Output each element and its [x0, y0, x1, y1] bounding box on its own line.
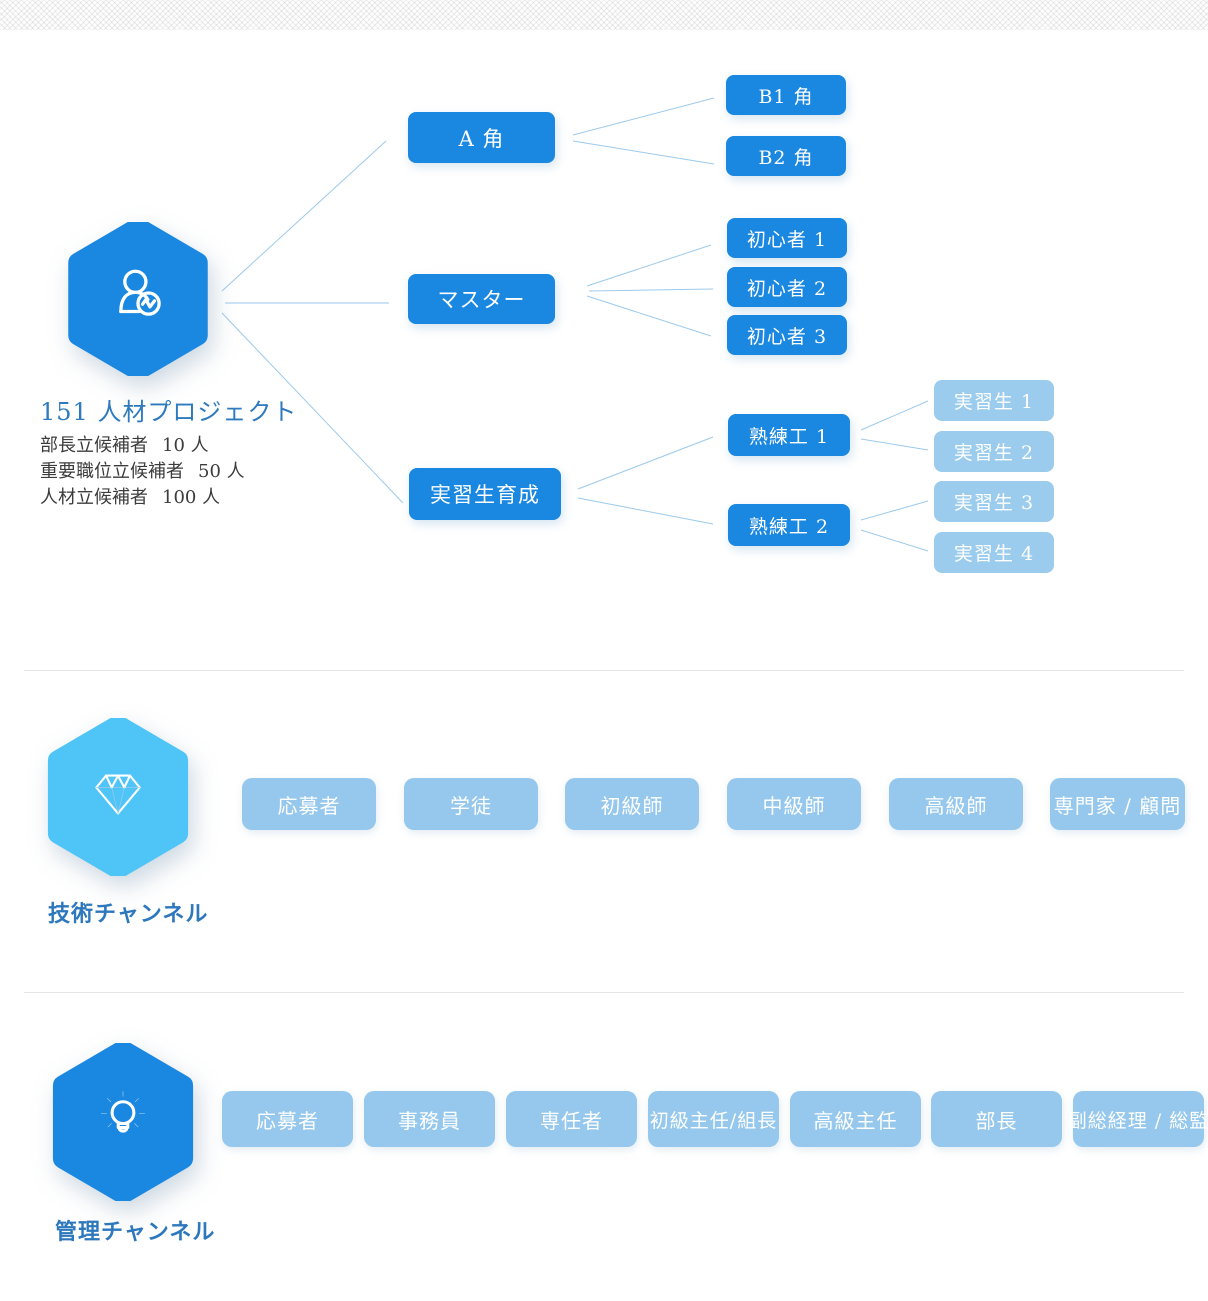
tree-node-master: マスター [408, 274, 555, 324]
tree-node-trainee1: 実習生 1 [934, 380, 1054, 421]
tree-node-trainee2: 実習生 2 [934, 431, 1054, 472]
tree-connector-lines [221, 97, 929, 552]
stat-value: 50 人 [198, 461, 245, 482]
tree-node-b1: B1 角 [726, 75, 846, 115]
tree-node-a: A 角 [408, 112, 555, 163]
section-divider [24, 992, 1184, 993]
project-hexagon [65, 222, 211, 376]
stat-row: 部長立候補者 10 人 [40, 433, 245, 459]
tech-stage-box: 初級師 [565, 778, 699, 830]
management-stage-box: 副総経理 / 総監 [1068, 1091, 1208, 1147]
hexagon-shape [47, 718, 189, 876]
management-stage-box: 専任者 [506, 1091, 637, 1147]
management-stage-box: 初級主任/組長 [648, 1091, 779, 1147]
stat-row: 人材立候補者 100 人 [40, 485, 245, 511]
tree-node-beginner3: 初心者 3 [727, 315, 847, 355]
stat-value: 10 人 [162, 435, 209, 456]
tree-node-trainee3: 実習生 3 [934, 481, 1054, 522]
tree-node-beginner2: 初心者 2 [727, 267, 847, 307]
tree-node-beginner1: 初心者 1 [727, 218, 847, 258]
tech-stage-box: 学徒 [404, 778, 538, 830]
tree-node-skilled1: 熟練工 1 [728, 414, 850, 456]
management-stage-box: 応募者 [222, 1091, 353, 1147]
stat-value: 100 人 [162, 487, 221, 508]
lightbulb-icon [100, 1090, 146, 1133]
diamond-icon [95, 774, 141, 815]
tree-node-training: 実習生育成 [409, 468, 561, 520]
tree-node-skilled2: 熟練工 2 [728, 504, 850, 546]
tech-stage-box: 中級師 [727, 778, 861, 830]
tech-stage-box: 応募者 [242, 778, 376, 830]
project-title: 151 人材プロジェクト [40, 398, 298, 426]
management-channel-hexagon [50, 1043, 196, 1201]
tree-node-trainee4: 実習生 4 [934, 532, 1054, 573]
project-stats: 部長立候補者 10 人 重要職位立候補者 50 人 人材立候補者 100 人 [40, 433, 245, 511]
section-divider [24, 670, 1184, 671]
stat-label: 重要職位立候補者 [40, 461, 184, 482]
stat-label: 部長立候補者 [40, 435, 148, 456]
tech-channel-label: 技術チャンネル [48, 901, 209, 927]
management-stage-box: 高級主任 [790, 1091, 921, 1147]
stat-label: 人材立候補者 [40, 487, 148, 508]
top-hatched-strip [0, 0, 1208, 30]
stat-row: 重要職位立候補者 50 人 [40, 459, 245, 485]
tech-stage-box: 専門家 / 顧問 [1050, 778, 1185, 830]
tech-channel-hexagon [45, 718, 191, 876]
management-stage-box: 部長 [931, 1091, 1062, 1147]
management-stage-box: 事務員 [364, 1091, 495, 1147]
user-chart-icon [119, 269, 161, 316]
tech-stage-box: 高級師 [889, 778, 1023, 830]
management-channel-label: 管理チャンネル [55, 1219, 216, 1245]
tree-node-b2: B2 角 [726, 136, 846, 176]
